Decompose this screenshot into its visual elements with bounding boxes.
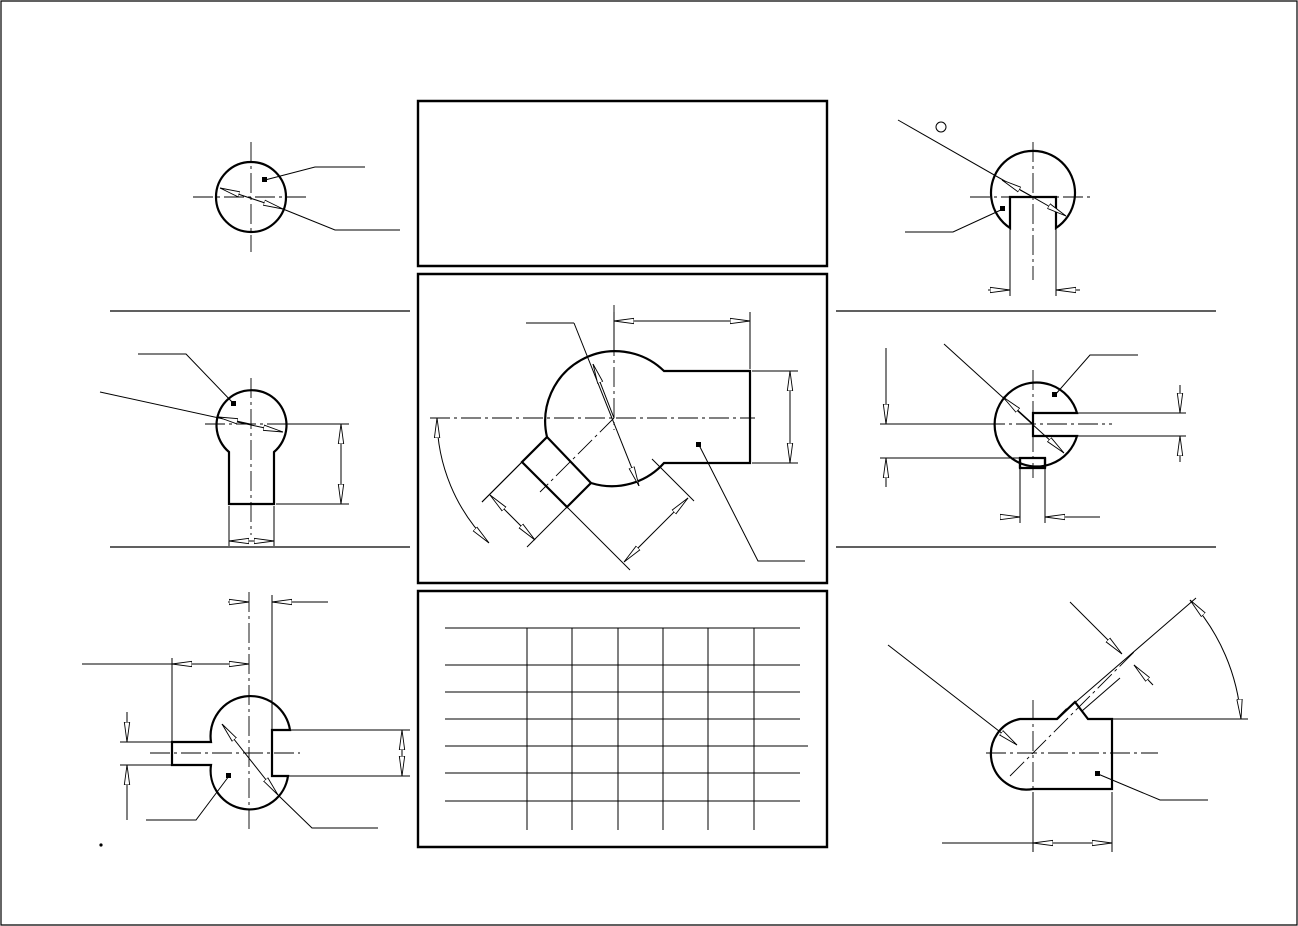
view-left-middle: [100, 354, 349, 546]
view2-radius-arrow2: [218, 417, 250, 424]
view5-label-dot: [1052, 392, 1057, 397]
view6-slot-ext-2: [1082, 678, 1120, 711]
view6-slot-dim-1: [1070, 602, 1122, 654]
view5-label-leader: [1055, 355, 1138, 395]
main-part-outline: [522, 351, 750, 507]
main-slot-dim: [490, 495, 535, 540]
view4-label-leader: [905, 209, 1003, 232]
main-view: [430, 305, 805, 570]
main-label-dot: [696, 442, 701, 447]
main-slot-ext-2: [527, 507, 567, 547]
main-label-leader: [699, 445, 805, 561]
view2-radius-dim: [100, 392, 283, 432]
view6-angle-arc: [1190, 600, 1241, 719]
view1-label-leader: [265, 167, 365, 180]
view6-outline: [991, 702, 1112, 790]
view3-diameter-dim: [222, 724, 278, 795]
view6-label-dot: [1095, 771, 1100, 776]
main-diag-ext-2: [652, 459, 694, 501]
view2-label-leader: [138, 354, 234, 404]
view5-diameter-arrow2: [1003, 397, 1033, 424]
view4-diameter-leader: [898, 120, 1066, 216]
view3-diameter-leader: [278, 795, 378, 828]
view3-label-leader: [146, 776, 229, 820]
parts-table: [445, 628, 808, 830]
view-top-right: [898, 120, 1090, 296]
view6-axis-diag: [1010, 652, 1134, 776]
view4-small-circle: [936, 122, 946, 132]
view2-label-dot: [231, 401, 236, 406]
main-radius-dim: [574, 323, 639, 486]
main-axis-diag: [540, 418, 614, 492]
view3-small-mark: [99, 843, 103, 847]
view6-diameter-leader: [888, 645, 1017, 745]
view2-outline: [217, 390, 287, 504]
main-slot-ext-1: [482, 462, 522, 502]
view4-label-dot: [1000, 206, 1005, 211]
title-panel: [418, 101, 827, 266]
view5-outline: [995, 383, 1077, 467]
view1-diameter-leader: [283, 209, 400, 230]
view6-slot-dim-2: [1134, 665, 1153, 685]
view4-diameter-arrow2: [1002, 180, 1033, 197]
main-diag-dim: [624, 498, 688, 562]
main-slot-edge: [547, 437, 591, 483]
view-bottom-right: [888, 598, 1248, 852]
view-bottom-left: [82, 592, 410, 847]
view-top-left: [193, 142, 400, 252]
view6-label-leader: [1098, 774, 1208, 800]
view1-diameter-dim: [220, 188, 283, 209]
main-diag-ext-1: [567, 507, 630, 570]
view-right-middle: [880, 344, 1186, 523]
view1-label-dot: [262, 177, 267, 182]
view3-label-dot: [226, 773, 231, 778]
main-view-panel: [418, 274, 827, 583]
main-radius-arrow2: [593, 364, 614, 418]
main-angle-arc: [437, 418, 489, 543]
